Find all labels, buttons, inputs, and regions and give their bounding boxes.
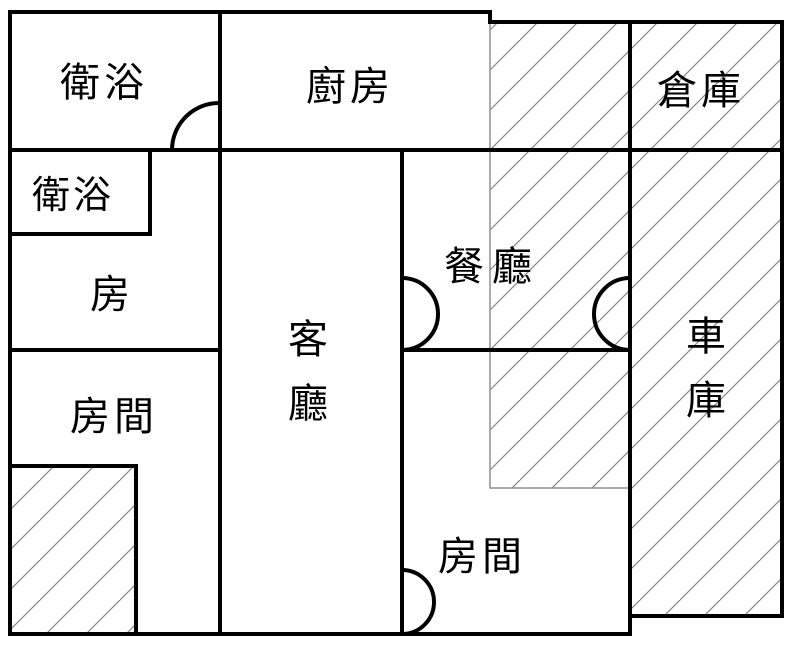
room-label-storage: 倉庫 — [657, 68, 745, 114]
room-label-dining-1: 餐 — [444, 244, 488, 290]
door-bath-top — [170, 100, 221, 151]
room-label-kitchen: 廚房 — [306, 64, 394, 110]
door-bedroom-right — [401, 568, 436, 636]
room-label-dining-2: 廳 — [492, 244, 536, 290]
room-label-bath-top: 衛浴 — [60, 60, 148, 106]
room-label-garage-2: 庫 — [686, 378, 730, 424]
room-label-living-2: 廳 — [288, 381, 332, 427]
door-arcs — [170, 100, 631, 636]
door-dining-left — [401, 276, 440, 352]
door-dining-right — [592, 276, 631, 352]
courtyard-outline — [489, 22, 630, 489]
courtyard-hatch — [490, 22, 630, 488]
bedroom-left-hatch — [10, 466, 136, 634]
garage-hatch — [630, 22, 782, 616]
room-label-living-1: 客 — [288, 317, 332, 363]
room-label-bedroom-right: 房間 — [438, 534, 526, 580]
room-label-bath-inner: 衛浴 — [32, 173, 114, 217]
walls — [8, 10, 784, 636]
room-label-garage-1: 車 — [686, 314, 730, 360]
room-labels: 衛浴 廚房 倉庫 衛浴 房 餐 廳 客 廳 車 庫 房間 房間 — [32, 60, 745, 580]
room-label-bedroom-left: 房間 — [70, 394, 158, 440]
room-label-room-left: 房 — [90, 272, 134, 318]
